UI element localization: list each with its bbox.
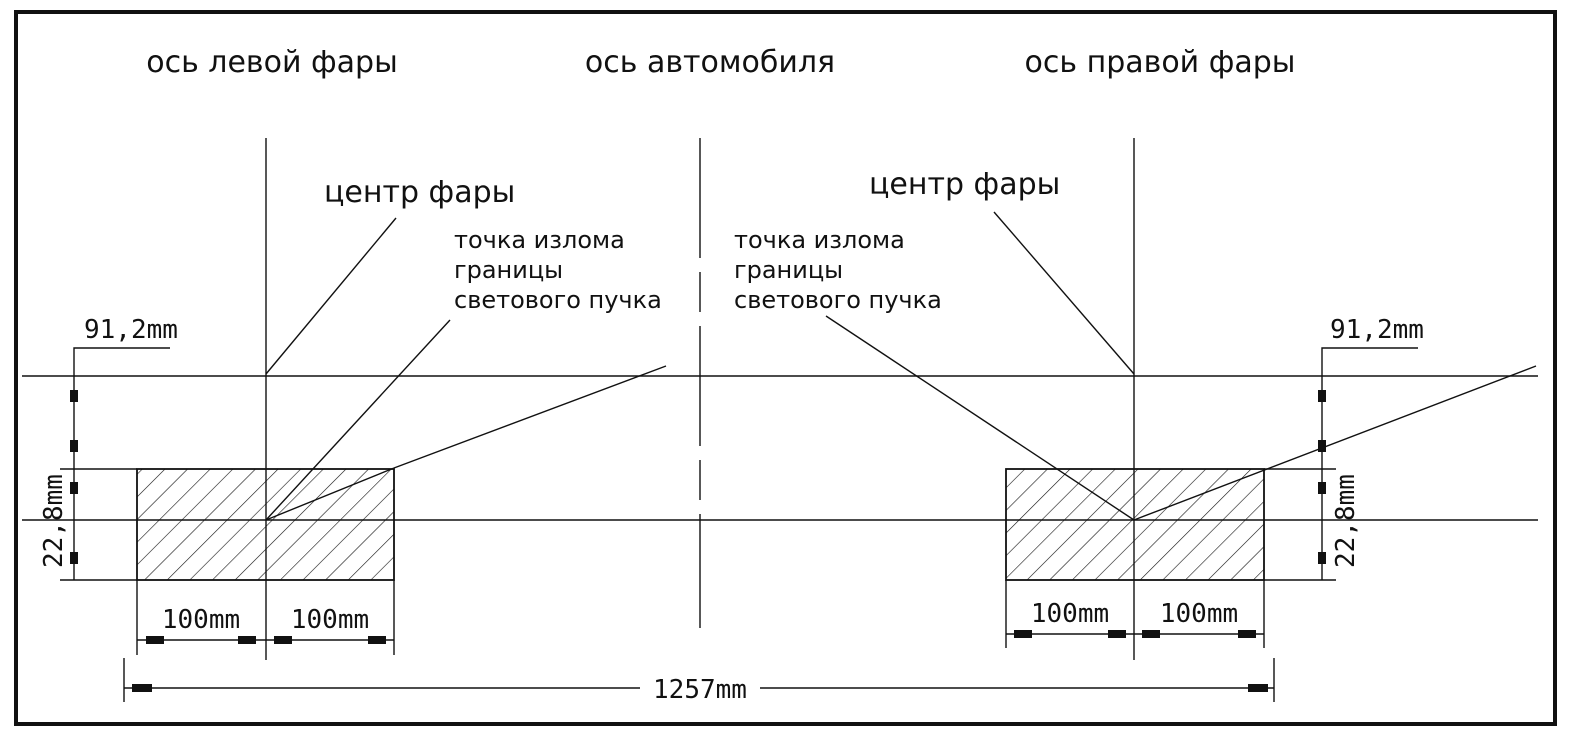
right-breakpoint-label-line3: светового пучка bbox=[734, 286, 942, 314]
left-beam-rise-line bbox=[265, 467, 395, 521]
total-width-label: 1257mm bbox=[653, 675, 747, 705]
car-axis-title: ось автомобиля bbox=[585, 45, 835, 80]
left-width-dimensions bbox=[136, 580, 395, 655]
total-width-dimension bbox=[123, 658, 1275, 702]
right-offset-dimension-label: 91,2mm bbox=[1330, 315, 1424, 345]
right-width-dimensions bbox=[1005, 580, 1265, 648]
right-zone-right-width-label: 100mm bbox=[1160, 599, 1238, 629]
right-height-dimension-label: 22,8mm bbox=[1331, 474, 1361, 568]
left-tolerance-zone bbox=[136, 468, 395, 581]
right-headlight-axis-title: ось правой фары bbox=[1025, 45, 1296, 80]
left-center-leader bbox=[265, 217, 397, 375]
right-breakpoint-label-line2: границы bbox=[734, 256, 843, 284]
diagram-frame bbox=[14, 10, 1557, 726]
left-breakpoint-label-line1: точка излома bbox=[454, 226, 625, 254]
left-offset-dimension-label: 91,2mm bbox=[84, 315, 178, 345]
left-center-label: центр фары bbox=[324, 175, 515, 210]
left-zone-right-width-label: 100mm bbox=[291, 605, 369, 635]
right-beam-line bbox=[1133, 365, 1537, 521]
left-breakpoint-label-line2: границы bbox=[454, 256, 563, 284]
right-vertical-dimension bbox=[1318, 347, 1418, 580]
left-height-dimension-label: 22,8mm bbox=[39, 474, 69, 568]
right-center-leader bbox=[993, 211, 1135, 375]
left-vertical-dimension bbox=[70, 347, 170, 580]
left-zone-left-width-label: 100mm bbox=[162, 605, 240, 635]
right-breakpoint-label-line1: точка излома bbox=[734, 226, 905, 254]
left-headlight-axis-title: ось левой фары bbox=[146, 45, 398, 80]
right-zone-left-width-label: 100mm bbox=[1031, 599, 1109, 629]
right-breakpoint-leader bbox=[825, 315, 1135, 521]
left-beam-extension bbox=[393, 365, 667, 469]
right-center-label: центр фары bbox=[869, 167, 1060, 202]
left-breakpoint-label-line3: светового пучка bbox=[454, 286, 662, 314]
left-breakpoint-leader bbox=[265, 319, 451, 521]
right-tolerance-zone bbox=[1005, 468, 1265, 581]
